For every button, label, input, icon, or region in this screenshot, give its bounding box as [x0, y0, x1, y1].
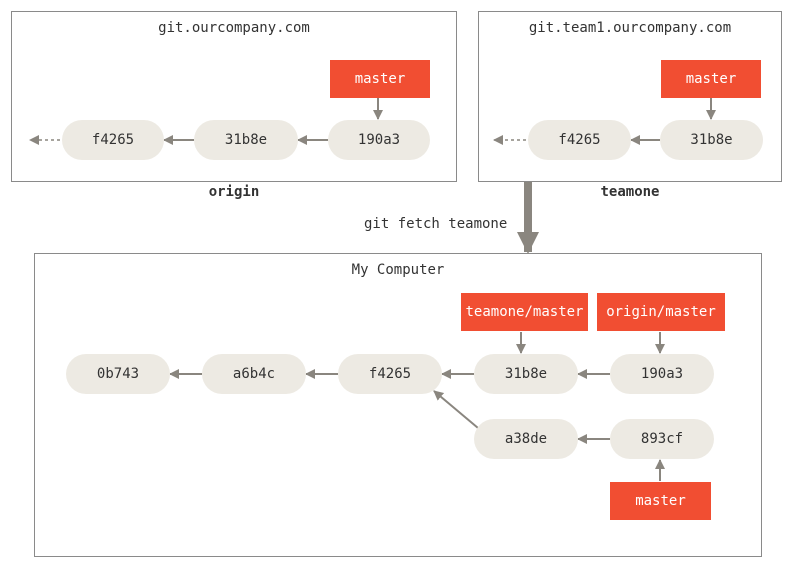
local-commit-f4265: f4265 — [338, 354, 442, 394]
local-arrow-a38de-f4265 — [433, 390, 479, 429]
master-ref-local: master — [610, 482, 711, 520]
teamone-host-title: git.team1.ourcompany.com — [528, 20, 732, 36]
origin-commit-31b8e: 31b8e — [194, 120, 298, 160]
origin-label: origin — [208, 184, 260, 200]
origin-commit-f4265: f4265 — [62, 120, 164, 160]
local-commit-190a3: 190a3 — [610, 354, 714, 394]
teamone-commit-f4265: f4265 — [528, 120, 631, 160]
local-commit-0b743: 0b743 — [66, 354, 170, 394]
local-commit-893cf: 893cf — [610, 419, 714, 459]
origin-master-ref-local: origin/master — [597, 293, 725, 331]
origin-commit-190a3: 190a3 — [328, 120, 430, 160]
origin-host-title: git.ourcompany.com — [158, 20, 310, 36]
fetch-command-caption: git fetch teamone — [364, 216, 508, 232]
teamone-master-ref-local: teamone/master — [461, 293, 588, 331]
local-commit-31b8e: 31b8e — [474, 354, 578, 394]
local-commit-a6b4c: a6b4c — [202, 354, 306, 394]
teamone-commit-31b8e: 31b8e — [660, 120, 763, 160]
origin-master-ref: master — [330, 60, 430, 98]
local-commit-a38de: a38de — [474, 419, 578, 459]
my-computer-title: My Computer — [351, 262, 445, 278]
teamone-label: teamone — [600, 184, 660, 200]
teamone-master-ref: master — [661, 60, 761, 98]
